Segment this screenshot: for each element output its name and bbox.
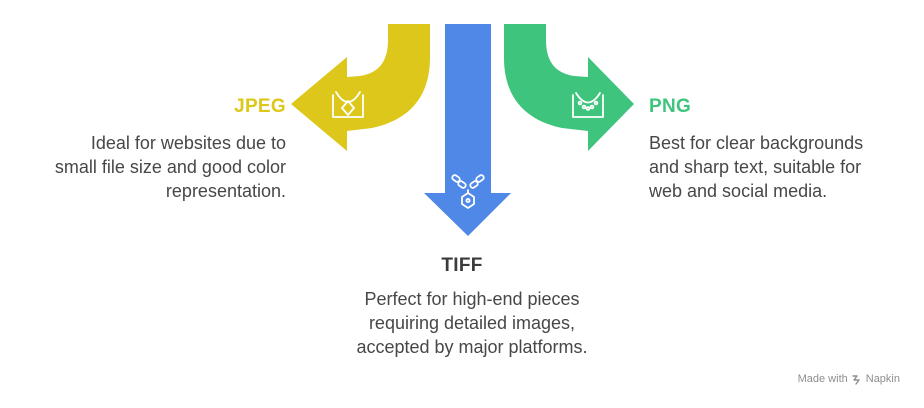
description-line: and sharp text, suitable for — [649, 157, 862, 177]
napkin-logo-icon — [852, 374, 860, 385]
jpeg-description: Ideal for websites due to small file siz… — [55, 131, 286, 203]
jpeg-arrow — [291, 24, 430, 151]
png-label: PNG — [649, 96, 692, 117]
description-line: Ideal for websites due to — [90, 133, 286, 153]
description-line: Best for clear backgrounds — [649, 133, 864, 153]
pearl-necklace-icon — [572, 92, 604, 118]
tiff-label: TIFF — [441, 255, 483, 276]
watermark-brand: Napkin — [865, 373, 900, 385]
tiff-description: Perfect for high-end pieces requiring de… — [312, 287, 632, 359]
description-line: accepted by major platforms. — [356, 337, 588, 357]
description-line: small file size and good color — [54, 157, 286, 177]
watermark-prefix: Made with — [797, 373, 848, 385]
description-line: requiring detailed images, — [368, 313, 576, 333]
jpeg-label: JPEG — [234, 96, 286, 117]
chain-pendant-icon — [451, 174, 485, 209]
watermark[interactable]: Made with Napkin — [798, 373, 900, 385]
description-line: Perfect for high-end pieces — [364, 289, 580, 309]
description-line: representation. — [165, 181, 286, 201]
png-arrow — [504, 24, 634, 151]
description-line: web and social media. — [649, 181, 828, 201]
png-description: Best for clear backgrounds and sharp tex… — [649, 131, 863, 203]
necklace-icon — [332, 91, 364, 118]
tiff-arrow — [424, 24, 511, 236]
